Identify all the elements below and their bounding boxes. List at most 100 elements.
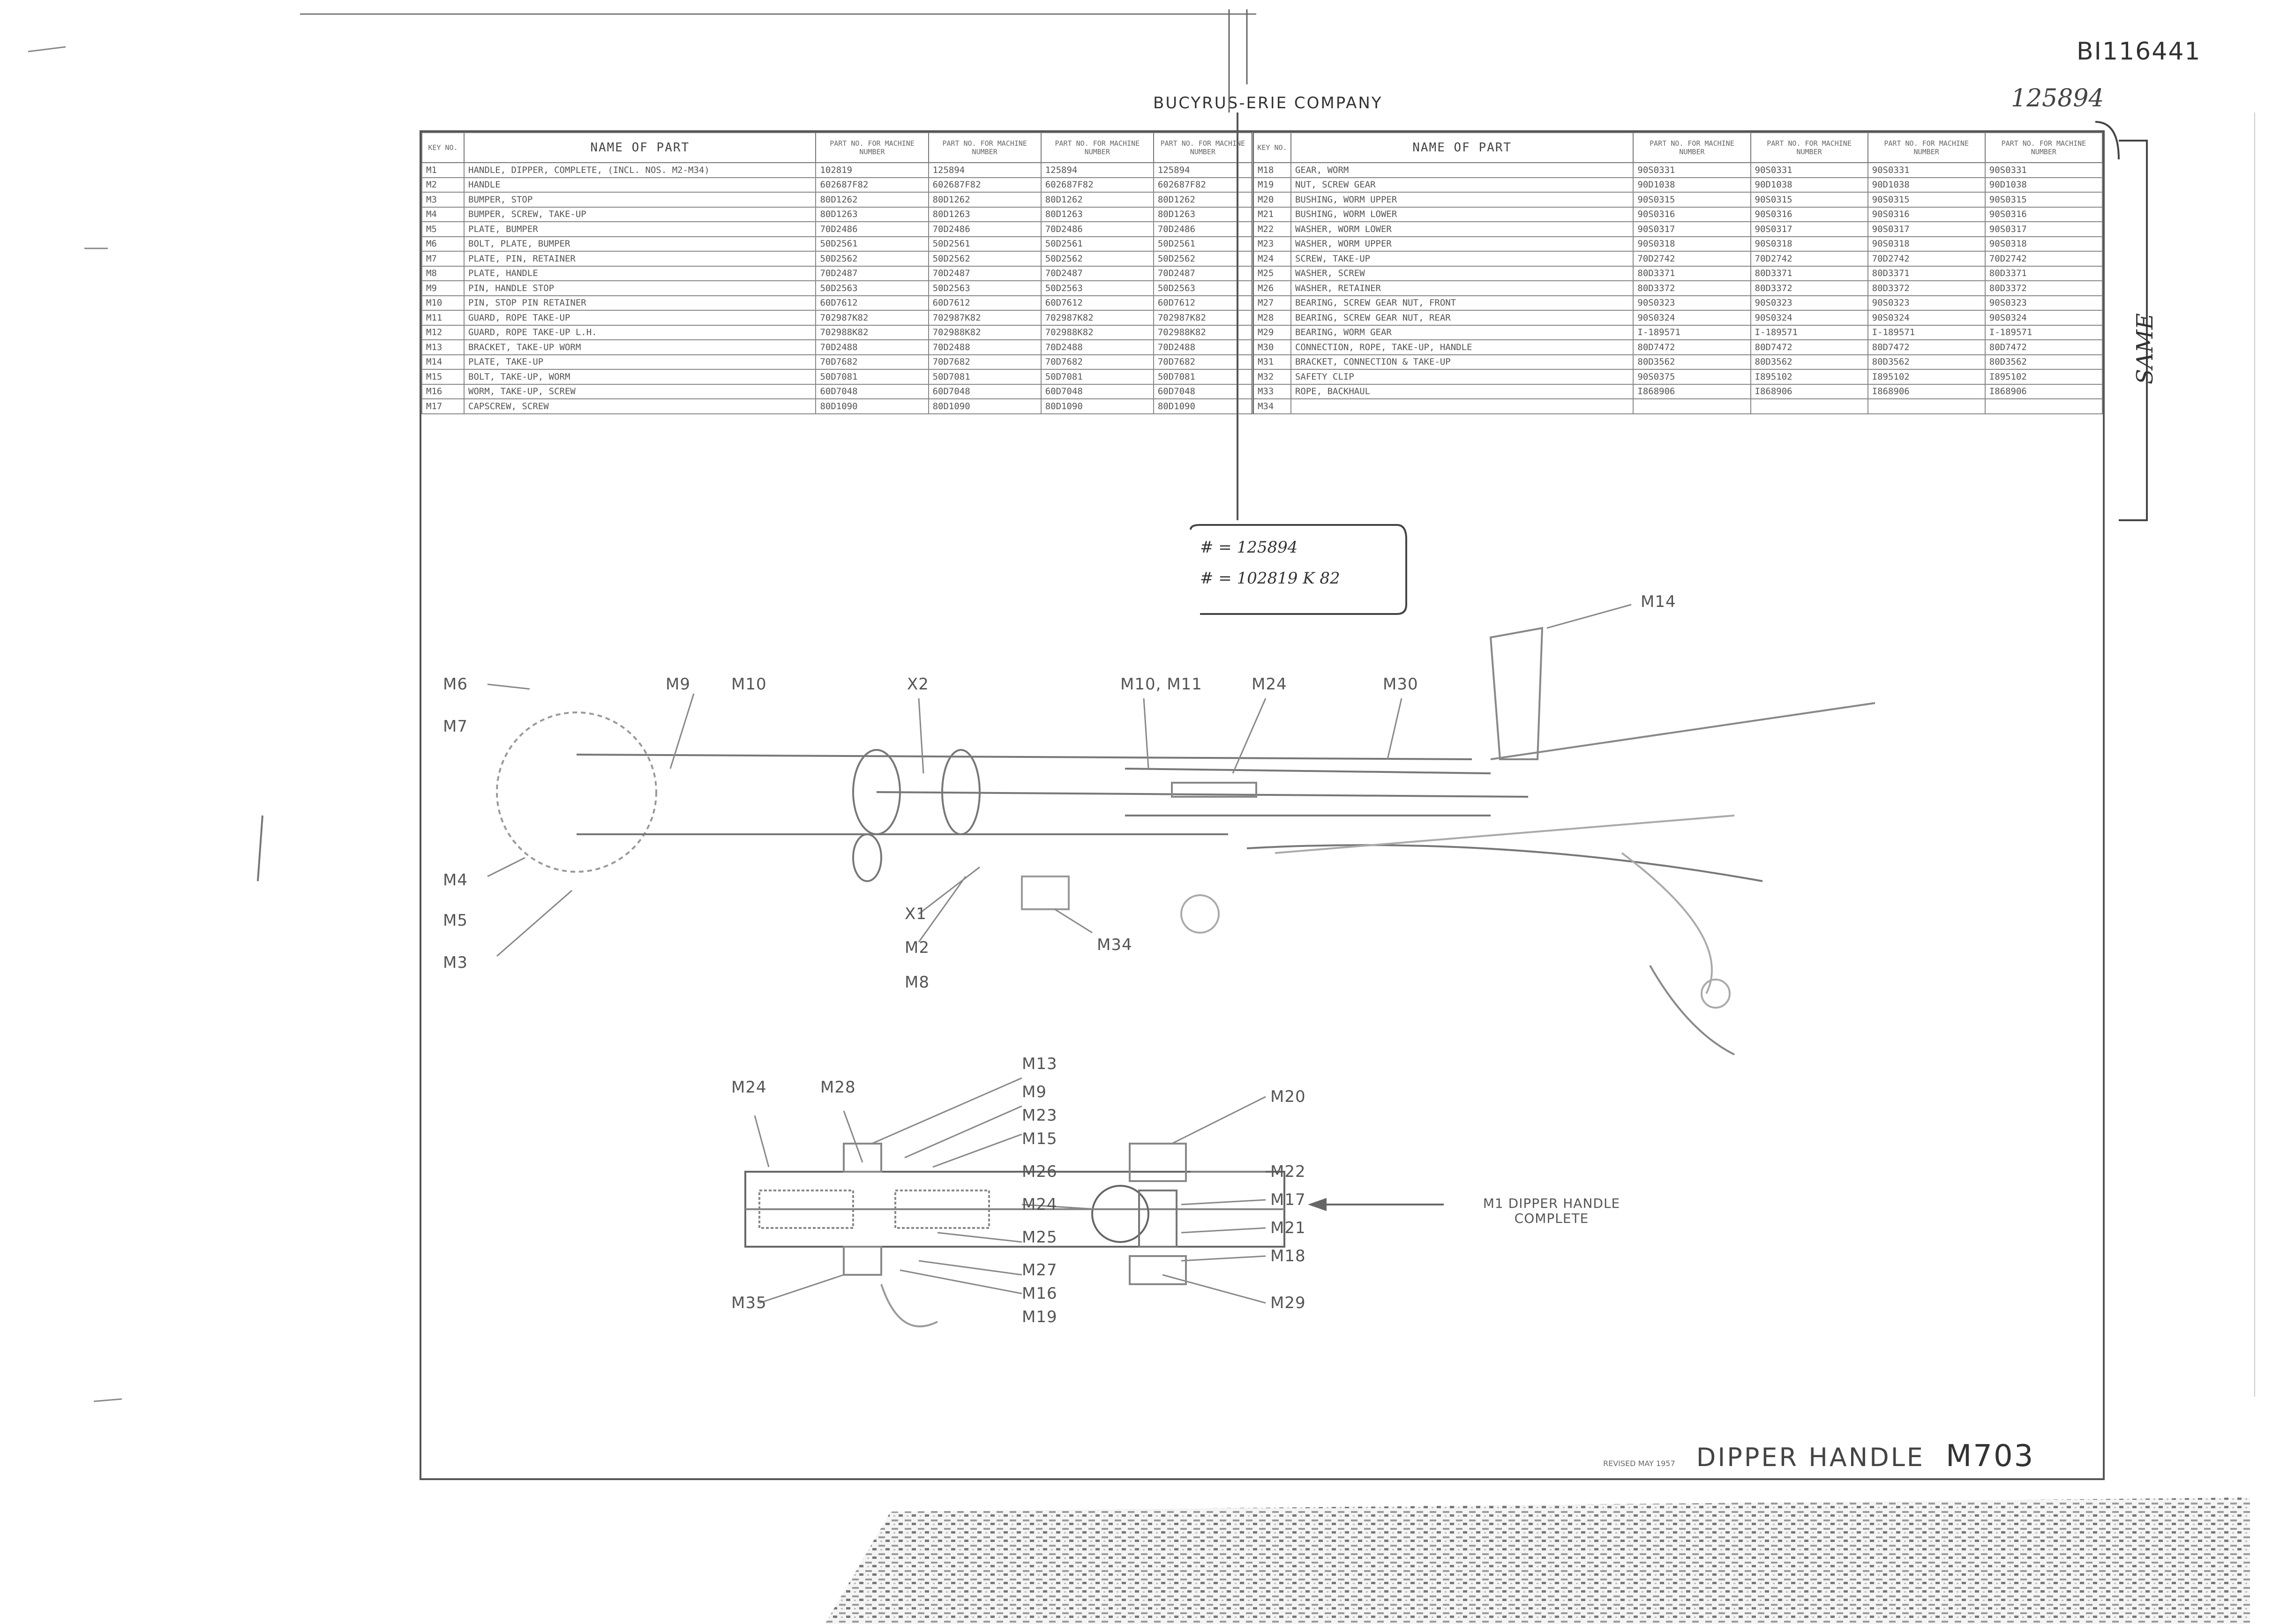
cell-key-no: M17 [421, 398, 465, 414]
callout-m24: M24 [1022, 1195, 1058, 1214]
cell-key-no: M2 [421, 177, 465, 193]
cell-key-no: M28 [1251, 310, 1291, 326]
cell-part-number: I895102 [1867, 369, 1986, 385]
cell-part-name: WASHER, RETAINER [1290, 280, 1634, 296]
cell-part-number: 90S0317 [1750, 221, 1868, 237]
callout-m5: M5 [443, 911, 468, 930]
callout-m28: M28 [820, 1078, 856, 1097]
callout-m19: M19 [1022, 1308, 1058, 1326]
cell-part-number: 702987K82 [815, 310, 929, 326]
cell-part-number: 90D1038 [1633, 177, 1751, 193]
cell-part-number: 702988K82 [815, 324, 929, 340]
header-part-no: PART NO. FOR MACHINE NUMBER [1867, 132, 1986, 163]
cell-part-name: WASHER, SCREW [1290, 265, 1634, 281]
cell-key-no: M32 [1251, 369, 1291, 385]
header-name-of-part: NAME OF PART [1290, 132, 1634, 163]
handwritten-note: # = 102819 K 82 [1200, 569, 1340, 588]
cell-part-number: 60D7612 [1040, 295, 1154, 311]
cell-part-name: PIN, HANDLE STOP [464, 280, 817, 296]
cell-part-number: 90S0331 [1633, 162, 1751, 178]
cell-part-number: 90S0316 [1633, 206, 1751, 222]
header-part-no: PART NO. FOR MACHINE NUMBER [1153, 132, 1253, 163]
cell-part-name: PLATE, BUMPER [464, 221, 817, 237]
header-part-no: PART NO. FOR MACHINE NUMBER [1633, 132, 1751, 163]
cell-key-no: M14 [421, 354, 465, 370]
cell-key-no: M29 [1251, 324, 1291, 340]
cell-part-number: 90S0315 [1984, 192, 2103, 208]
cell-part-number [1633, 398, 1751, 414]
callout-m16: M16 [1022, 1284, 1058, 1303]
cell-part-number: 80D1263 [1153, 206, 1253, 222]
cell-part-number: 70D7682 [815, 354, 929, 370]
cell-part-number: 602687F82 [815, 177, 929, 193]
callout-m27: M27 [1022, 1261, 1058, 1280]
drawing-code: M703 [1946, 1439, 2035, 1474]
cell-part-number: 70D2487 [928, 265, 1042, 281]
cell-key-no: M13 [421, 339, 465, 355]
cell-part-name: BUMPER, SCREW, TAKE-UP [464, 206, 817, 222]
cell-key-no: M31 [1251, 354, 1291, 370]
cell-part-number: 70D7682 [928, 354, 1042, 370]
callout-m13: M13 [1022, 1055, 1058, 1073]
title-block: REVISED MAY 1957 DIPPER HANDLE M703 [1603, 1439, 2034, 1474]
callout-m14: M14 [1641, 592, 1676, 611]
cell-key-no: M12 [421, 324, 465, 340]
cell-part-number: 50D2561 [815, 236, 929, 252]
document-number: BI116441 [2077, 37, 2201, 66]
cell-part-name: CAPSCREW, SCREW [464, 398, 817, 414]
callout-m2: M2 [905, 938, 930, 957]
cell-part-number: 90S0324 [1984, 310, 2103, 326]
callout-m30: M30 [1383, 675, 1418, 694]
callout-m35: M35 [731, 1294, 767, 1312]
cell-part-number: 90S0318 [1984, 236, 2103, 252]
cell-part-name: BOLT, TAKE-UP, WORM [464, 369, 817, 385]
header-part-no: PART NO. FOR MACHINE NUMBER [1040, 132, 1154, 163]
cell-part-number: I-189571 [1633, 324, 1751, 340]
cell-key-no: M33 [1251, 383, 1291, 399]
callout-m10-m11: M10, M11 [1120, 675, 1202, 694]
cell-part-number: 90D1038 [1867, 177, 1986, 193]
callout-x1: X1 [905, 905, 927, 923]
header-part-no: PART NO. FOR MACHINE NUMBER [1984, 132, 2103, 163]
handwritten-note: # = 125894 [1200, 538, 1298, 557]
callout-m24: M24 [731, 1078, 767, 1097]
cell-part-number: 70D2487 [1153, 265, 1253, 281]
cell-part-number [1984, 398, 2103, 414]
cell-part-name: GEAR, WORM [1290, 162, 1634, 178]
callout-x2: X2 [907, 675, 929, 694]
callout-m7: M7 [443, 717, 468, 736]
cell-part-number: 80D3372 [1633, 280, 1751, 296]
callout-m34: M34 [1097, 935, 1132, 954]
cell-part-number: 80D3372 [1750, 280, 1868, 296]
cell-part-number: 90D1038 [1984, 177, 2103, 193]
cell-part-number: 70D2486 [928, 221, 1042, 237]
cell-part-number: 90S0323 [1867, 295, 1986, 311]
header-part-no: PART NO. FOR MACHINE NUMBER [815, 132, 929, 163]
cell-part-number: 90S0323 [1633, 295, 1751, 311]
cell-part-number: 702988K82 [928, 324, 1042, 340]
cell-part-number: 80D3372 [1984, 280, 2103, 296]
callout-m9: M9 [666, 675, 690, 694]
cell-part-number: 80D3562 [1984, 354, 2103, 370]
callout-m22: M22 [1270, 1162, 1306, 1181]
callout-m24: M24 [1252, 675, 1287, 694]
cell-part-number: 70D2487 [1040, 265, 1154, 281]
cell-part-number: 90S0317 [1633, 221, 1751, 237]
cell-part-number: 80D1262 [1153, 192, 1253, 208]
cell-part-number: 80D1262 [1040, 192, 1154, 208]
callout-m10: M10 [731, 675, 767, 694]
cell-part-number: 70D2488 [1040, 339, 1154, 355]
header-name-of-part: NAME OF PART [464, 132, 817, 163]
cell-part-number: 70D2742 [1984, 251, 2103, 267]
